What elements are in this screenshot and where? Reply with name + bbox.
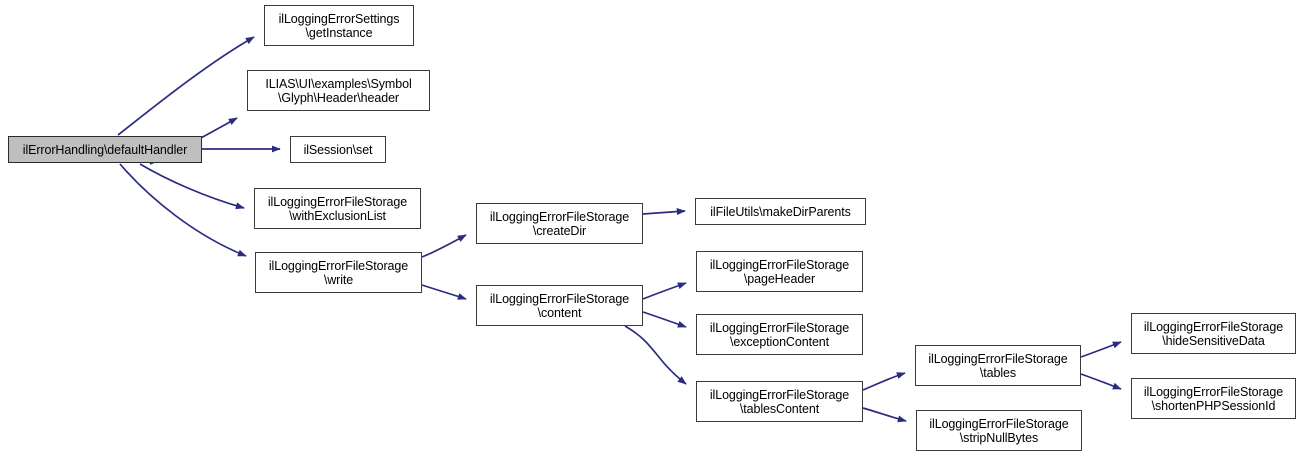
graph-node-exceptionContent[interactable]: ilLoggingErrorFileStorage \exceptionCont… xyxy=(696,314,863,355)
graph-node-label: ilLoggingErrorFileStorage \write xyxy=(268,258,409,287)
graph-node-content[interactable]: ilLoggingErrorFileStorage \content xyxy=(476,285,643,326)
graph-node-label: ILIAS\UI\examples\Symbol \Glyph\Header\h… xyxy=(265,76,412,105)
graph-node-label: ilSession\set xyxy=(303,142,373,157)
graph-node-makeDirParents[interactable]: ilFileUtils\makeDirParents xyxy=(695,198,866,225)
graph-edge-write-to-createDir xyxy=(421,234,467,258)
graph-node-label: ilLoggingErrorFileStorage \withExclusion… xyxy=(267,194,408,223)
graph-edge-tablesContent-to-tables xyxy=(862,372,906,391)
graph-node-label: ilLoggingErrorFileStorage \tables xyxy=(928,351,1068,380)
graph-edge-tablesContent-to-stripNullBytes xyxy=(862,407,907,423)
graph-node-defaultHandler[interactable]: ilErrorHandling\defaultHandler xyxy=(8,136,202,163)
graph-edge-defaultHandler-to-withExclusionList xyxy=(139,163,245,210)
graph-node-tablesContent[interactable]: ilLoggingErrorFileStorage \tablesContent xyxy=(696,381,863,422)
graph-edge-write-to-content xyxy=(421,284,467,300)
graph-edge-content-to-exceptionContent xyxy=(642,311,687,328)
graph-node-label: ilFileUtils\makeDirParents xyxy=(710,204,851,219)
graph-node-label: ilLoggingErrorFileStorage \stripNullByte… xyxy=(929,416,1069,445)
graph-node-write[interactable]: ilLoggingErrorFileStorage \write xyxy=(255,252,422,293)
graph-node-getInstance[interactable]: ilLoggingErrorSettings \getInstance xyxy=(264,5,414,46)
graph-node-ilSessionSet[interactable]: ilSession\set xyxy=(290,136,386,163)
graph-edge-content-to-pageHeader xyxy=(642,282,687,300)
graph-node-withExclusionList[interactable]: ilLoggingErrorFileStorage \withExclusion… xyxy=(254,188,421,229)
graph-node-label: ilErrorHandling\defaultHandler xyxy=(22,142,188,157)
graph-edge-createDir-to-makeDirParents xyxy=(642,208,686,216)
graph-node-createDir[interactable]: ilLoggingErrorFileStorage \createDir xyxy=(476,203,643,244)
graph-edge-defaultHandler-to-write xyxy=(119,163,247,257)
graph-node-pageHeader[interactable]: ilLoggingErrorFileStorage \pageHeader xyxy=(696,251,863,292)
graph-edge-tables-to-hideSensitiveData xyxy=(1080,341,1122,358)
graph-node-label: ilLoggingErrorFileStorage \content xyxy=(489,291,630,320)
graph-node-label: ilLoggingErrorFileStorage \shortenPHPSes… xyxy=(1143,384,1284,413)
graph-edge-tables-to-shortenPHPSessionId xyxy=(1080,373,1122,390)
graph-node-shortenPHPSessionId[interactable]: ilLoggingErrorFileStorage \shortenPHPSes… xyxy=(1131,378,1296,419)
graph-node-label: ilLoggingErrorFileStorage \tablesContent xyxy=(709,387,850,416)
graph-node-label: ilLoggingErrorFileStorage \exceptionCont… xyxy=(709,320,850,349)
graph-node-tables[interactable]: ilLoggingErrorFileStorage \tables xyxy=(915,345,1081,386)
graph-node-label: ilLoggingErrorFileStorage \hideSensitive… xyxy=(1143,319,1284,348)
graph-edge-defaultHandler-to-getInstance xyxy=(117,36,255,136)
graph-edge-content-to-tablesContent xyxy=(624,325,687,385)
graph-node-label: ilLoggingErrorFileStorage \createDir xyxy=(489,209,630,238)
graph-node-stripNullBytes[interactable]: ilLoggingErrorFileStorage \stripNullByte… xyxy=(916,410,1082,451)
graph-node-label: ilLoggingErrorSettings \getInstance xyxy=(278,11,400,40)
graph-node-hideSensitiveData[interactable]: ilLoggingErrorFileStorage \hideSensitive… xyxy=(1131,313,1296,354)
graph-node-label: ilLoggingErrorFileStorage \pageHeader xyxy=(709,257,850,286)
graph-node-header[interactable]: ILIAS\UI\examples\Symbol \Glyph\Header\h… xyxy=(247,70,430,111)
